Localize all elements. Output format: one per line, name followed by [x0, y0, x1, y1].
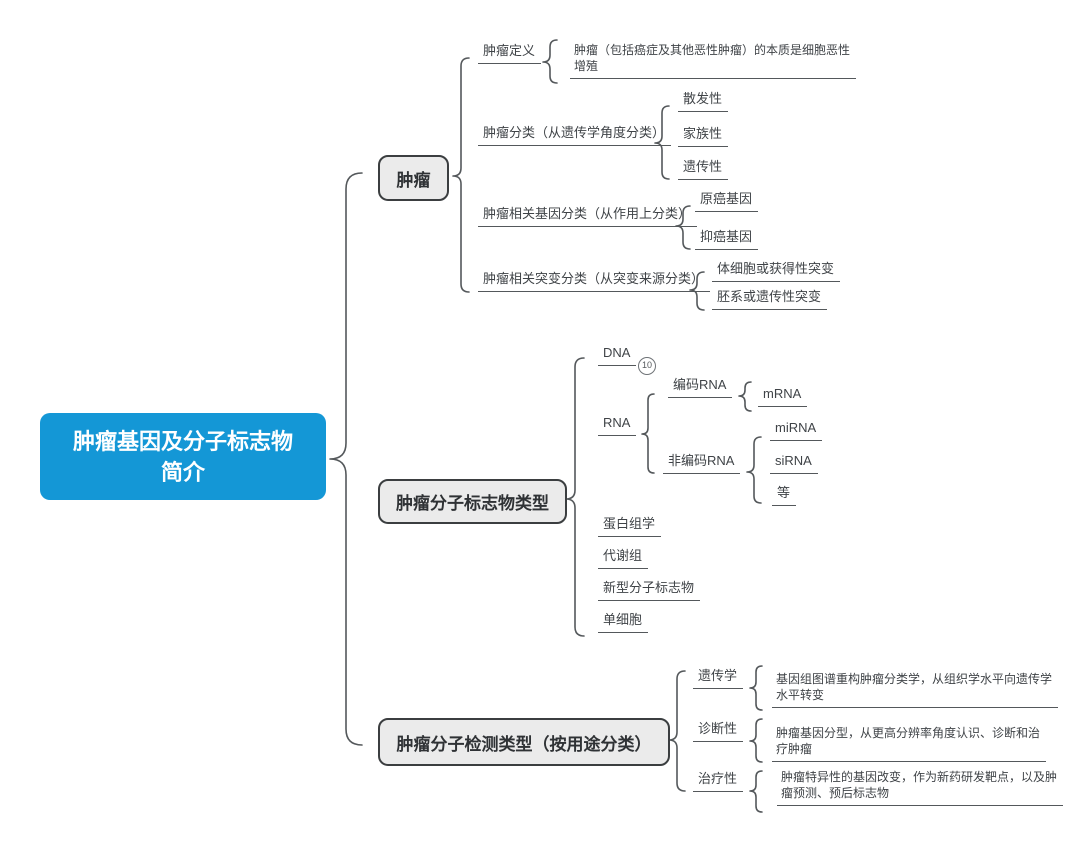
topic-proteomics[interactable]: 蛋白组学: [598, 517, 662, 537]
topic-noncoding-rna[interactable]: 非编码RNA: [663, 454, 741, 474]
leaf-proto-oncogene[interactable]: 原癌基因: [695, 192, 759, 212]
leaf-tumor-suppressor-gene[interactable]: 抑癌基因: [695, 230, 759, 250]
topic-tumor-definition[interactable]: 肿瘤定义: [478, 44, 542, 64]
central-topic[interactable]: 肿瘤基因及分子标志物 简介: [40, 413, 326, 500]
main-topic-detection-types[interactable]: 肿瘤分子检测类型（按用途分类）: [378, 718, 670, 766]
note-therapeutic-desc[interactable]: 肿瘤特异性的基因改变，作为新药研发靶点，以及肿 瘤预测、预后标志物: [777, 769, 1064, 806]
dna-count-badge[interactable]: 10: [638, 357, 656, 375]
leaf-germline-hereditary-mutation[interactable]: 胚系或遗传性突变: [712, 290, 828, 310]
topic-tumor-mutation-classification[interactable]: 肿瘤相关突变分类（从突变来源分类）: [478, 272, 711, 292]
topic-genetics[interactable]: 遗传学: [693, 669, 744, 689]
topic-dna[interactable]: DNA: [598, 346, 637, 366]
note-tumor-definition-desc[interactable]: 肿瘤（包括癌症及其他恶性肿瘤）的本质是细胞恶性 增殖: [570, 42, 857, 79]
leaf-hereditary[interactable]: 遗传性: [678, 160, 729, 180]
topic-novel-molecular-markers[interactable]: 新型分子标志物: [598, 581, 701, 601]
leaf-mrna[interactable]: mRNA: [758, 387, 808, 407]
note-genetics-desc[interactable]: 基因组图谱重构肿瘤分类学，从组织学水平向遗传学 水平转变: [772, 671, 1059, 708]
leaf-sirna[interactable]: siRNA: [770, 454, 818, 474]
topic-tumor-classification-genetic[interactable]: 肿瘤分类（从遗传学角度分类）: [478, 126, 672, 146]
topic-metabolome[interactable]: 代谢组: [598, 549, 649, 569]
leaf-sporadic[interactable]: 散发性: [678, 92, 729, 112]
topic-tumor-gene-classification[interactable]: 肿瘤相关基因分类（从作用上分类）: [478, 207, 698, 227]
topic-single-cell[interactable]: 单细胞: [598, 613, 649, 633]
topic-therapeutic[interactable]: 治疗性: [693, 772, 744, 792]
leaf-etc[interactable]: 等: [772, 486, 797, 506]
topic-diagnostic[interactable]: 诊断性: [693, 722, 744, 742]
leaf-somatic-acquired-mutation[interactable]: 体细胞或获得性突变: [712, 262, 841, 282]
topic-coding-rna[interactable]: 编码RNA: [668, 378, 733, 398]
topic-rna[interactable]: RNA: [598, 416, 637, 436]
leaf-familial[interactable]: 家族性: [678, 127, 729, 147]
leaf-mirna[interactable]: miRNA: [770, 421, 823, 441]
main-topic-molecular-marker-types[interactable]: 肿瘤分子标志物类型: [378, 479, 567, 524]
note-diagnostic-desc[interactable]: 肿瘤基因分型，从更高分辨率角度认识、诊断和治 疗肿瘤: [772, 725, 1047, 762]
main-topic-tumor[interactable]: 肿瘤: [378, 155, 449, 201]
